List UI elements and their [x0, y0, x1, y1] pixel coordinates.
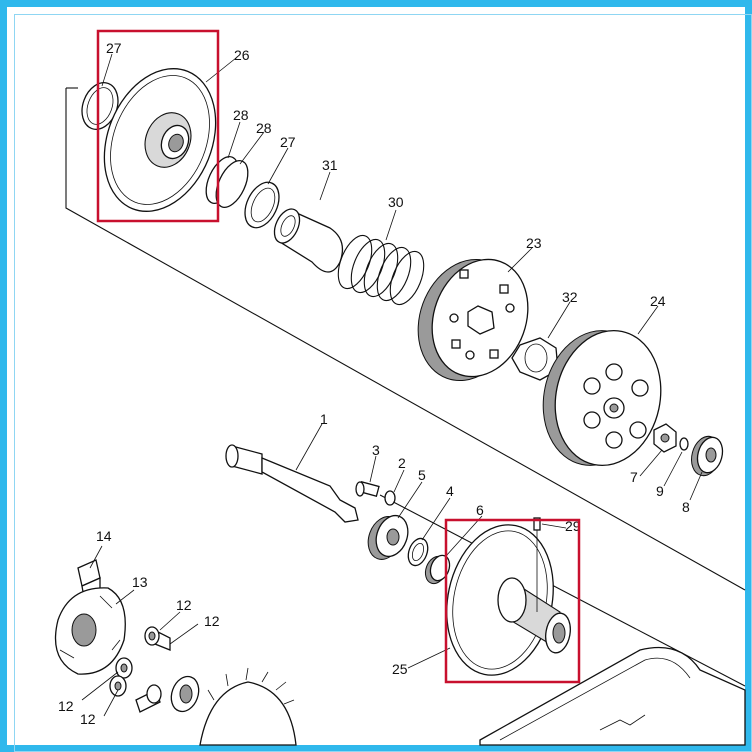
label-6: 6 [476, 502, 484, 518]
label-5: 5 [418, 467, 426, 483]
part-23-clutch-carrier [417, 258, 529, 382]
label-7: 7 [630, 469, 638, 485]
highlight-box-part-25 [444, 518, 581, 684]
label-4: 4 [446, 483, 454, 499]
label-30: 30 [388, 194, 404, 210]
label-9: 9 [656, 483, 664, 499]
part-26-sheave [103, 68, 217, 212]
label-13: 13 [132, 574, 148, 590]
label-24: 24 [650, 293, 666, 309]
part-4-circlip [407, 537, 429, 567]
label-2: 2 [398, 455, 406, 471]
label-8: 8 [682, 499, 690, 515]
label-28-second: 28 [256, 120, 272, 136]
leader-lines [81, 53, 703, 717]
part-labels: 27 26 28 28 27 31 30 23 32 24 1 3 2 5 4 … [58, 40, 690, 727]
part-30-spring [337, 234, 425, 306]
part-6-ring [424, 554, 451, 585]
part-28-orings [205, 156, 249, 208]
label-12-b: 12 [204, 613, 220, 629]
part-12-roller-a [144, 626, 171, 651]
part-9-washer [679, 437, 689, 451]
part-12-roller-c [109, 675, 127, 697]
part-1-shaft [225, 444, 359, 523]
label-26: 26 [234, 47, 250, 63]
label-32: 32 [562, 289, 578, 305]
drive-belt [479, 646, 746, 746]
part-13-ramp-plate [54, 587, 126, 675]
part-29-pin [533, 517, 541, 612]
part-12-roller-d [135, 684, 162, 713]
highlight-box-part-26 [96, 29, 220, 223]
label-12-a: 12 [176, 597, 192, 613]
highlight-boxes [96, 29, 581, 684]
part-27-ring-2 [244, 181, 280, 229]
part-24-clutch-housing [542, 329, 662, 467]
label-28: 28 [233, 107, 249, 123]
label-12-c: 12 [58, 698, 74, 714]
label-27-second: 27 [280, 134, 296, 150]
label-1: 1 [320, 411, 328, 427]
label-27: 27 [106, 40, 122, 56]
part-3-bolt [355, 481, 380, 497]
part-8-bearing [691, 435, 724, 477]
label-14: 14 [96, 528, 112, 544]
part-25-sheave [446, 524, 571, 676]
part-27-ring [81, 82, 119, 130]
label-25: 25 [392, 661, 408, 677]
label-29: 29 [565, 518, 581, 534]
movable-sheave [170, 667, 297, 746]
part-12-roller-b [115, 657, 133, 679]
part-7-nut [653, 423, 677, 453]
label-12-d: 12 [80, 711, 96, 727]
part-2-washer [384, 490, 396, 506]
label-3: 3 [372, 442, 380, 458]
part-5-bearing [367, 514, 409, 560]
part-31-collar [273, 208, 344, 273]
label-23: 23 [526, 235, 542, 251]
label-31: 31 [322, 157, 338, 173]
